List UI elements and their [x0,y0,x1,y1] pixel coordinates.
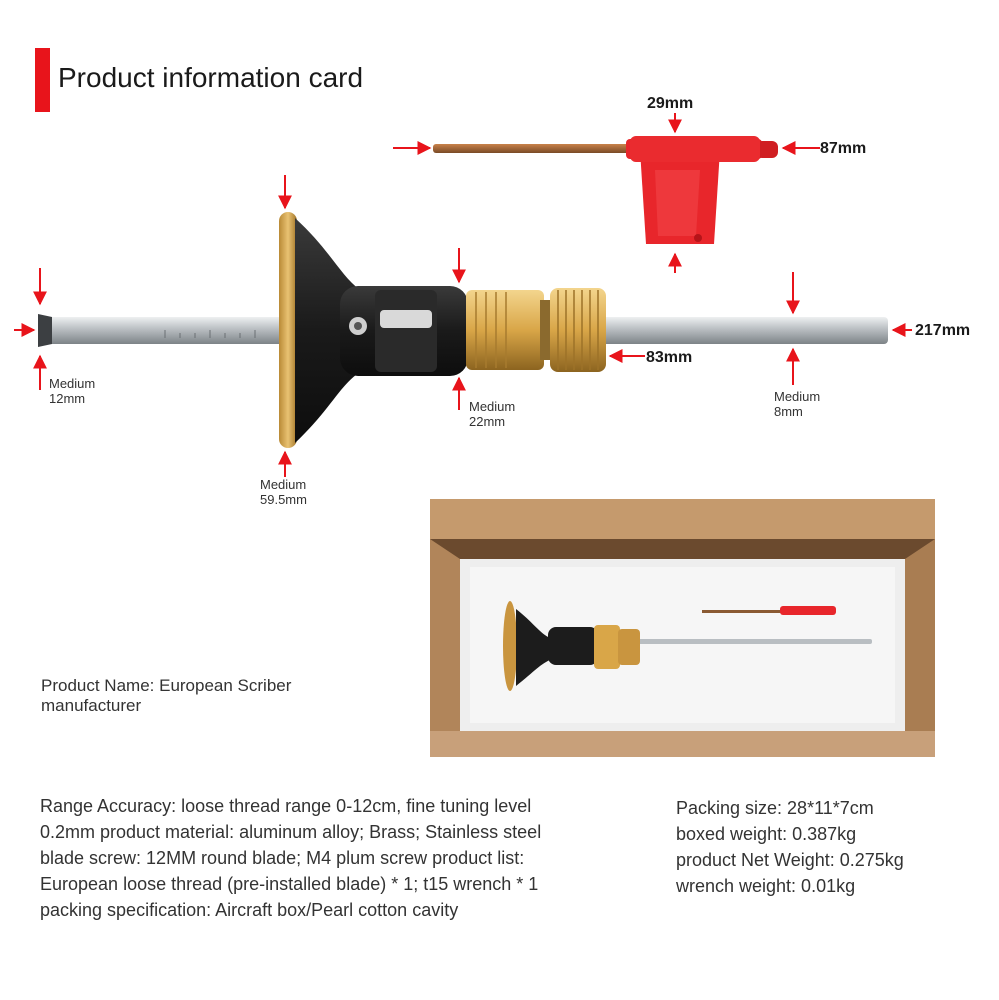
description-line: packing specification: Aircraft box/Pear… [40,900,459,920]
spec-line: boxed weight: 0.387kg [676,824,857,844]
wrench-width-label: 29mm [647,95,694,112]
fence-disk-icon [279,212,297,448]
packaging-photo [430,499,935,757]
rod-diameter-label: Medium 8mm [774,389,821,419]
product-description: Range Accuracy: loose thread range 0-12c… [40,793,640,923]
wrench-icon [433,136,778,244]
spec-line: wrench weight: 0.01kg [676,876,856,896]
product-name: Product Name: European Scriber manufactu… [41,676,292,715]
spec-line: Packing size: 28*11*7cm [676,798,874,818]
body-diameter-label: Medium 22mm [469,399,516,429]
fence-diameter-label: Medium 59.5mm [260,477,307,507]
brass-knob-icon [466,290,544,370]
page-title: Product information card [58,62,364,93]
description-line: Range Accuracy: loose thread range 0-12c… [40,796,532,816]
body-length-label: 83mm [646,349,693,366]
title-accent-bar [35,48,50,112]
description-line: 0.2mm product material: aluminum alloy; … [40,822,542,842]
description-line: European loose thread (pre-installed bla… [40,874,539,894]
spec-line: product Net Weight: 0.275kg [676,850,904,870]
left-tip-label: Medium 12mm [49,376,96,406]
product-specs: Packing size: 28*11*7cm boxed weight: 0.… [676,795,976,899]
rod-length-label: 217mm [915,322,971,339]
description-line: blade screw: 12MM round blade; M4 plum s… [40,848,525,868]
scriber-diagram [14,113,912,477]
wrench-length-label: 87mm [820,140,867,157]
